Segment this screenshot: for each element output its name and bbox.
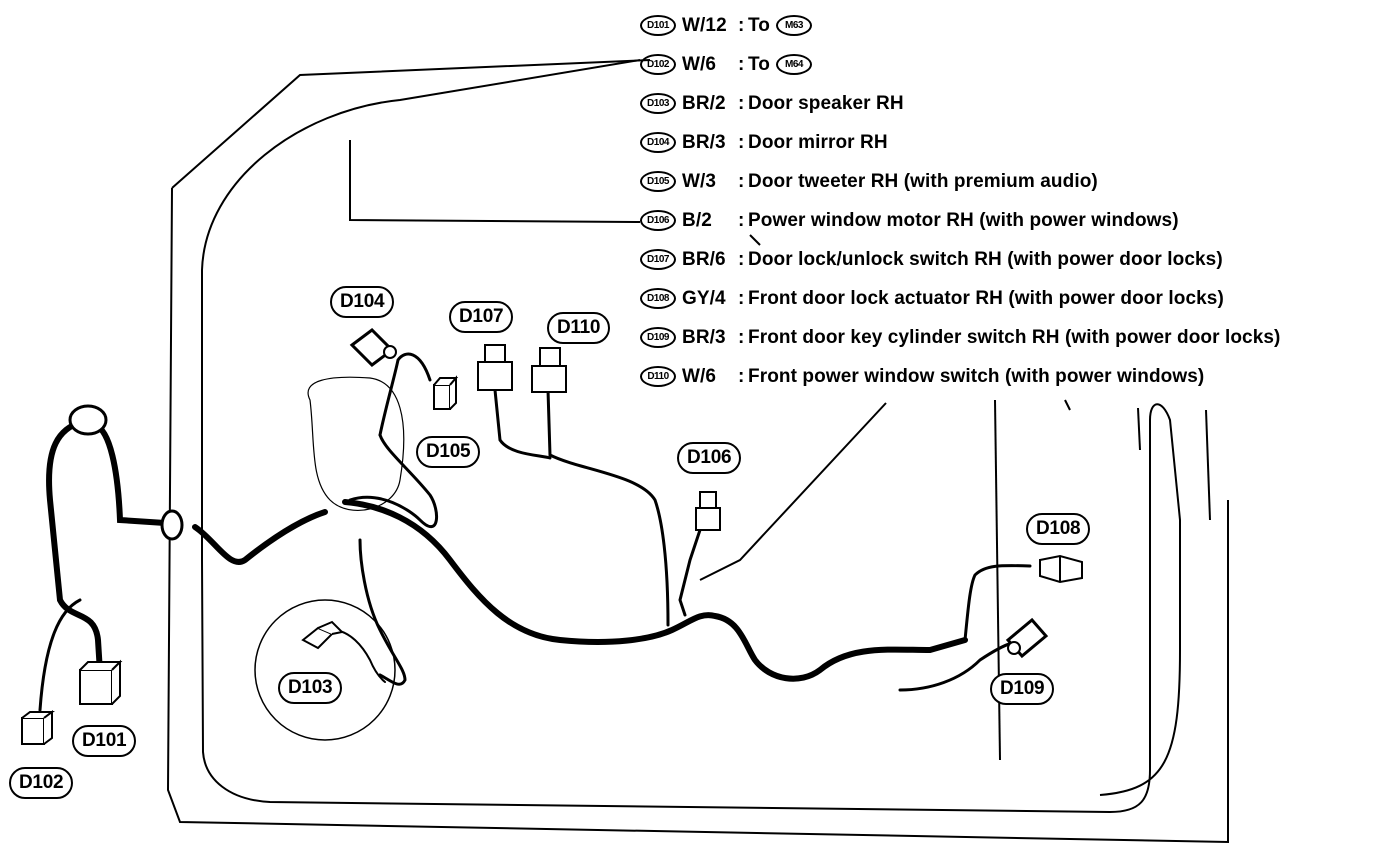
legend-desc-text: Front door lock actuator RH (with power … [748, 287, 1224, 309]
legend-code: BR/2 [682, 92, 726, 114]
legend-id-badge: D103 [640, 93, 676, 114]
connector-d108 [1039, 554, 1083, 584]
legend-code: BR/3 [682, 326, 726, 348]
legend-row-d109: D109 BR/3 : Front door key cylinder swit… [640, 318, 1370, 357]
legend-desc-text: Power window motor RH (with power window… [748, 209, 1179, 231]
legend-colon: : [738, 131, 745, 153]
grommet-pillar [160, 509, 184, 541]
legend-row-d102: D102 W/6 : To M64 [640, 45, 1370, 84]
legend-colon: : [738, 14, 745, 36]
callout-d110: D110 [547, 312, 611, 344]
connector-legend: D101 W/12 : To M63 D102 W/6 : To M64 D10… [640, 6, 1370, 396]
grommet-top [68, 404, 108, 436]
legend-id-badge: D106 [640, 210, 676, 231]
connector-d106 [695, 491, 721, 531]
legend-row-d107: D107 BR/6 : Door lock/unlock switch RH (… [640, 240, 1370, 279]
legend-code: BR/3 [682, 131, 726, 153]
connector-shapes [21, 328, 1083, 745]
legend-id-badge: D110 [640, 366, 676, 387]
legend-desc-text: Door speaker RH [748, 92, 904, 114]
speaker-circle [254, 599, 396, 741]
callout-d106: D106 [677, 442, 742, 474]
wire-harness [38, 352, 1032, 712]
legend-row-d108: D108 GY/4 : Front door lock actuator RH … [640, 279, 1370, 318]
legend-id-badge: D104 [640, 132, 676, 153]
legend-row-d103: D103 BR/2 : Door speaker RH [640, 84, 1370, 123]
callout-d108: D108 [1026, 513, 1091, 545]
connector-d104 [349, 328, 397, 367]
legend-colon: : [738, 287, 745, 309]
legend-desc-text: Front door key cylinder switch RH (with … [748, 326, 1281, 348]
legend-code: W/6 [682, 365, 717, 387]
legend-id-badge: D109 [640, 327, 676, 348]
legend-target-badge: M63 [776, 15, 813, 36]
legend-row-d110: D110 W/6 : Front power window switch (wi… [640, 357, 1370, 396]
legend-desc-text: Front power window switch (with power wi… [748, 365, 1205, 387]
callout-d107: D107 [449, 301, 514, 333]
legend-row-d101: D101 W/12 : To M63 [640, 6, 1370, 45]
legend-code: W/6 [682, 53, 717, 75]
legend-code: W/3 [682, 170, 717, 192]
connector-d107 [477, 344, 513, 391]
legend-colon: : [738, 248, 745, 270]
connector-d105 [433, 375, 459, 410]
callout-d109: D109 [990, 673, 1055, 705]
legend-code: GY/4 [682, 287, 726, 309]
legend-row-d106: D106 B/2 : Power window motor RH (with p… [640, 201, 1370, 240]
legend-id-badge: D105 [640, 171, 676, 192]
connector-d101 [79, 659, 123, 705]
legend-desc: To M63 [748, 15, 818, 37]
legend-target-badge: M64 [776, 54, 813, 75]
legend-colon: : [738, 170, 745, 192]
callout-d104: D104 [330, 286, 395, 318]
legend-colon: : [738, 365, 745, 387]
callout-d101: D101 [72, 725, 137, 757]
legend-desc-text: Door tweeter RH (with premium audio) [748, 170, 1098, 192]
legend-row-d104: D104 BR/3 : Door mirror RH [640, 123, 1370, 162]
callout-d105: D105 [416, 436, 481, 468]
callout-d102: D102 [9, 767, 74, 799]
legend-colon: : [738, 53, 745, 75]
connector-d103 [301, 620, 345, 650]
legend-id-badge: D107 [640, 249, 676, 270]
legend-colon: : [738, 92, 745, 114]
legend-desc: To M64 [748, 54, 818, 76]
legend-code: B/2 [682, 209, 712, 231]
legend-id-badge: D101 [640, 15, 676, 36]
legend-row-d105: D105 W/3 : Door tweeter RH (with premium… [640, 162, 1370, 201]
legend-colon: : [738, 326, 745, 348]
legend-id-badge: D108 [640, 288, 676, 309]
legend-desc-text: To [748, 53, 771, 75]
trim-panel-outline [307, 376, 405, 511]
legend-desc-text: Door mirror RH [748, 131, 888, 153]
legend-id-badge: D102 [640, 54, 676, 75]
callout-d103: D103 [278, 672, 343, 704]
legend-code: BR/6 [682, 248, 726, 270]
legend-desc-text: To [748, 14, 771, 36]
connector-d110 [531, 347, 567, 393]
legend-desc-text: Door lock/unlock switch RH (with power d… [748, 248, 1223, 270]
legend-code: W/12 [682, 14, 727, 36]
legend-colon: : [738, 209, 745, 231]
connector-d109 [1005, 617, 1049, 659]
connector-d102 [21, 710, 55, 745]
